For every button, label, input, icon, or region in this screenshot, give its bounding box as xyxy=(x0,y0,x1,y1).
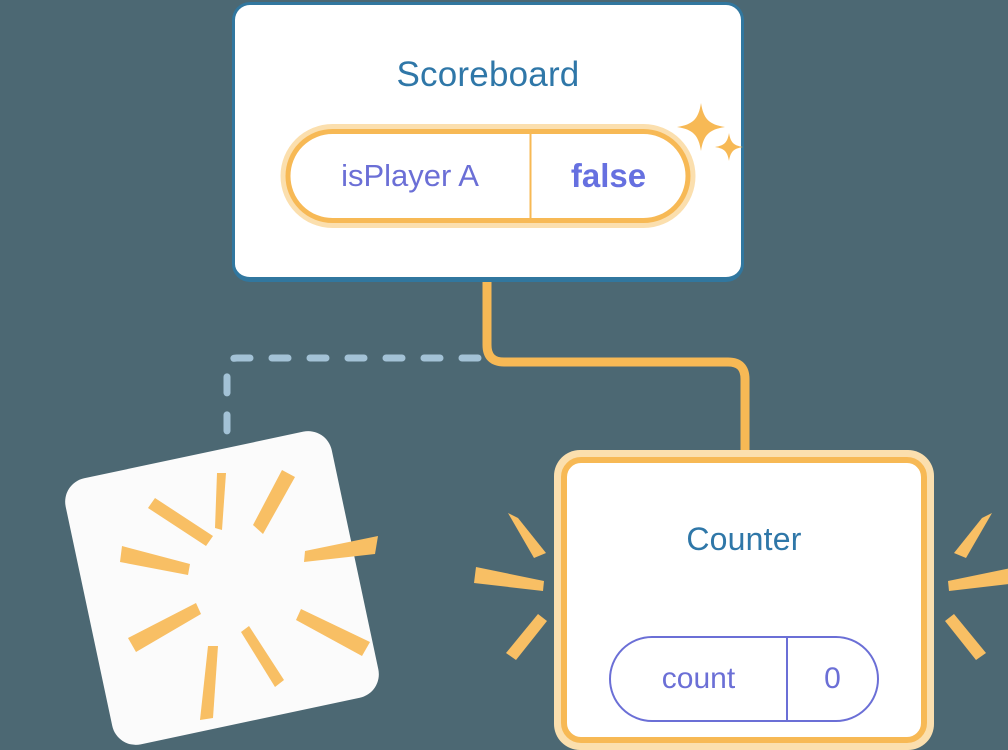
counter-card[interactable]: Counter count 0 xyxy=(554,450,934,750)
scoreboard-state-pill[interactable]: isPlayer A false xyxy=(280,124,696,228)
scoreboard-state-pill-inner: isPlayer A false xyxy=(285,129,691,223)
counter-state-pill[interactable]: count 0 xyxy=(609,636,879,722)
scoreboard-card[interactable]: Scoreboard isPlayer A false xyxy=(232,2,744,282)
scoreboard-state-value: false xyxy=(570,157,647,194)
counter-state-value: 0 xyxy=(824,662,841,695)
sparkle-small-icon xyxy=(713,131,745,163)
counter-title: Counter xyxy=(686,521,802,557)
sparkle-large-icon xyxy=(675,101,727,153)
scoreboard-title: Scoreboard xyxy=(396,55,580,94)
scoreboard-to-ghost-connector xyxy=(223,354,482,480)
scoreboard-to-counter-connector xyxy=(482,280,750,470)
counter-state-key: count xyxy=(611,638,788,720)
ghost-card[interactable] xyxy=(60,426,384,750)
scoreboard-state-key: isPlayer A xyxy=(291,134,532,218)
